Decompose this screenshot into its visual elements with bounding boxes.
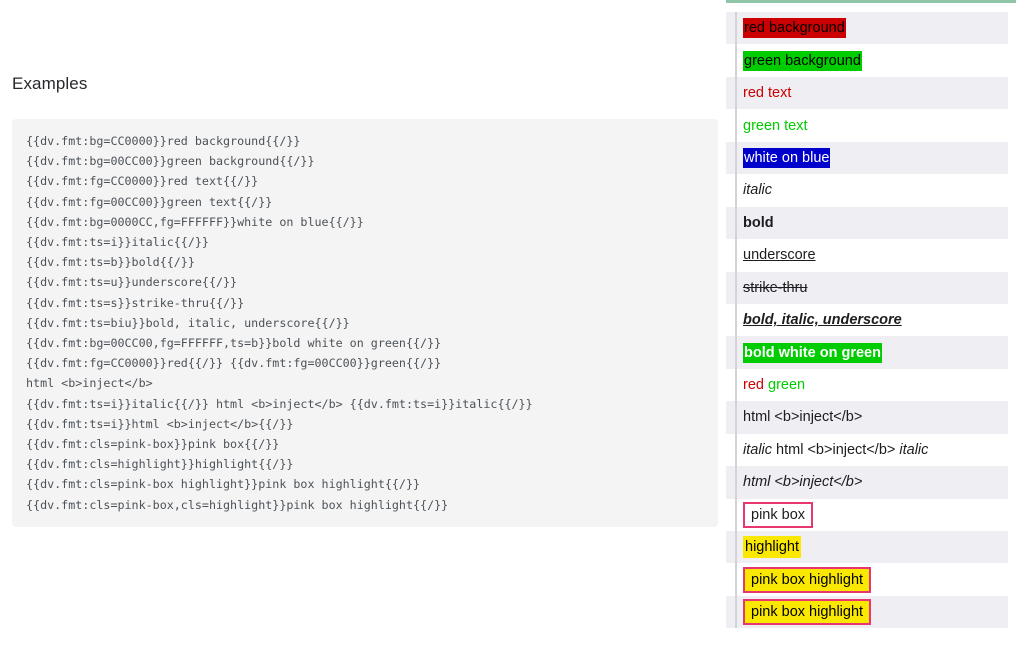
preview-text: red background [743, 18, 846, 39]
preview-text: green text [743, 117, 808, 134]
row-accent-bar [735, 498, 737, 531]
preview-row-bold: bold [726, 206, 1008, 240]
code-line: {{dv.fmt:cls=pink-box highlight}}pink bo… [26, 477, 421, 492]
code-line: {{dv.fmt:bg=CC0000}}red background{{/}} [26, 134, 301, 148]
row-accent-bar [735, 303, 737, 337]
code-line: {{dv.fmt:ts=i}}html <b>inject</b>{{/}} [26, 416, 294, 431]
preview-text: italic [743, 182, 773, 199]
preview-row-red-green: red green [726, 368, 1008, 402]
code-line: {{dv.fmt:ts=biu}}bold, italic, underscor… [26, 315, 350, 330]
preview-text-italic-b: italic [899, 441, 929, 458]
source-column: Examples {{dv.fmt:bg=CC0000}}red backgro… [12, 74, 718, 527]
preview-row-highlight: highlight [726, 531, 1008, 564]
preview-row-italic: italic [726, 174, 1008, 207]
preview-text: bold, italic, underscore [743, 312, 902, 329]
preview-text: highlight [743, 536, 802, 559]
preview-text: bold [743, 214, 774, 231]
row-accent-bar [735, 595, 737, 629]
preview-text: underscore [743, 247, 816, 264]
preview-text-red: red [743, 377, 764, 394]
row-accent-bar [735, 466, 737, 499]
row-accent-bar [735, 271, 737, 304]
preview-text: pink box highlight [743, 566, 872, 593]
row-accent-bar [735, 76, 737, 110]
top-divider [726, 0, 1016, 3]
code-line: html <b>inject</b> [26, 376, 153, 391]
code-block: {{dv.fmt:bg=CC0000}}red background{{/}} … [12, 119, 718, 527]
code-line: {{dv.fmt:bg=00CC00,fg=FFFFFF,ts=b}}bold … [26, 336, 442, 351]
code-line: {{dv.fmt:ts=b}}bold{{/}} [26, 255, 195, 270]
preview-text: pink box highlight [743, 599, 872, 626]
preview-row-white-on-blue: white on blue [726, 141, 1008, 175]
preview-row-strike-thru: strike-thru [726, 271, 1008, 304]
preview-column: red background green background red text… [726, 0, 1016, 648]
preview-text: pink box [743, 501, 814, 528]
code-line: {{dv.fmt:ts=u}}underscore{{/}} [26, 275, 238, 290]
code-line: {{dv.fmt:bg=0000CC,fg=FFFFFF}}white on b… [26, 214, 364, 229]
preview-row-pink-box-highlight-2: pink box highlight [726, 595, 1008, 629]
code-line: {{dv.fmt:ts=s}}strike-thru{{/}} [26, 295, 245, 310]
preview-row-italic-html-inject: italic html <b>inject</b> italic [726, 433, 1008, 467]
preview-row-bold-italic-underscore: bold, italic, underscore [726, 303, 1008, 337]
preview-text: html <b>inject</b> [743, 474, 863, 491]
row-accent-bar [735, 336, 737, 369]
preview-text-green: green [768, 377, 806, 394]
row-accent-bar [735, 206, 737, 240]
preview-text-italic-a: italic [743, 441, 773, 458]
row-accent-bar [735, 141, 737, 175]
row-accent-bar [735, 433, 737, 467]
code-line: {{dv.fmt:bg=00CC00}}green background{{/}… [26, 154, 315, 169]
code-line: {{dv.fmt:fg=00CC00}}green text{{/}} [26, 194, 273, 209]
code-line: {{dv.fmt:cls=pink-box}}pink box{{/}} [26, 437, 280, 452]
preview-row-pink-box: pink box [726, 498, 1008, 531]
preview-row-italic-html-inject-2: html <b>inject</b> [726, 466, 1008, 499]
preview-row-green-background: green background [726, 44, 1008, 77]
row-accent-bar [735, 174, 737, 207]
row-accent-bar [735, 531, 737, 564]
preview-row-red-background: red background [726, 12, 1008, 45]
preview-row-bold-white-on-green: bold white on green [726, 336, 1008, 369]
preview-text: white on blue [743, 147, 831, 168]
preview-text-plain: html <b>inject</b> [776, 441, 896, 458]
code-line: {{dv.fmt:fg=CC0000}}red text{{/}} [26, 174, 259, 189]
preview-row-pink-box-highlight-1: pink box highlight [726, 563, 1008, 596]
row-accent-bar [735, 239, 737, 272]
row-accent-bar [735, 109, 737, 142]
code-line: {{dv.fmt:cls=pink-box,cls=highlight}}pin… [26, 497, 449, 512]
code-line: {{dv.fmt:ts=i}}italic{{/}} html <b>injec… [26, 396, 533, 411]
preview-text: bold white on green [743, 342, 882, 363]
preview-text: green background [743, 50, 862, 71]
row-accent-bar [735, 368, 737, 402]
code-line: {{dv.fmt:ts=i}}italic{{/}} [26, 235, 209, 250]
preview-text: html <b>inject</b> [743, 409, 863, 426]
preview-row-html-inject: html <b>inject</b> [726, 401, 1008, 434]
row-accent-bar [735, 401, 737, 434]
preview-text: strike-thru [743, 279, 808, 296]
code-line: {{dv.fmt:fg=CC0000}}red{{/}} {{dv.fmt:fg… [26, 356, 442, 371]
preview-list: red background green background red text… [726, 12, 1008, 629]
page-title: Examples [12, 74, 88, 93]
row-accent-bar [735, 563, 737, 596]
preview-text: red text [743, 85, 792, 102]
preview-row-red-text: red text [726, 76, 1008, 110]
code-line: {{dv.fmt:cls=highlight}}highlight{{/}} [26, 457, 294, 472]
row-accent-bar [735, 12, 737, 45]
row-accent-bar [735, 44, 737, 77]
preview-row-underscore: underscore [726, 239, 1008, 272]
preview-row-green-text: green text [726, 109, 1008, 142]
